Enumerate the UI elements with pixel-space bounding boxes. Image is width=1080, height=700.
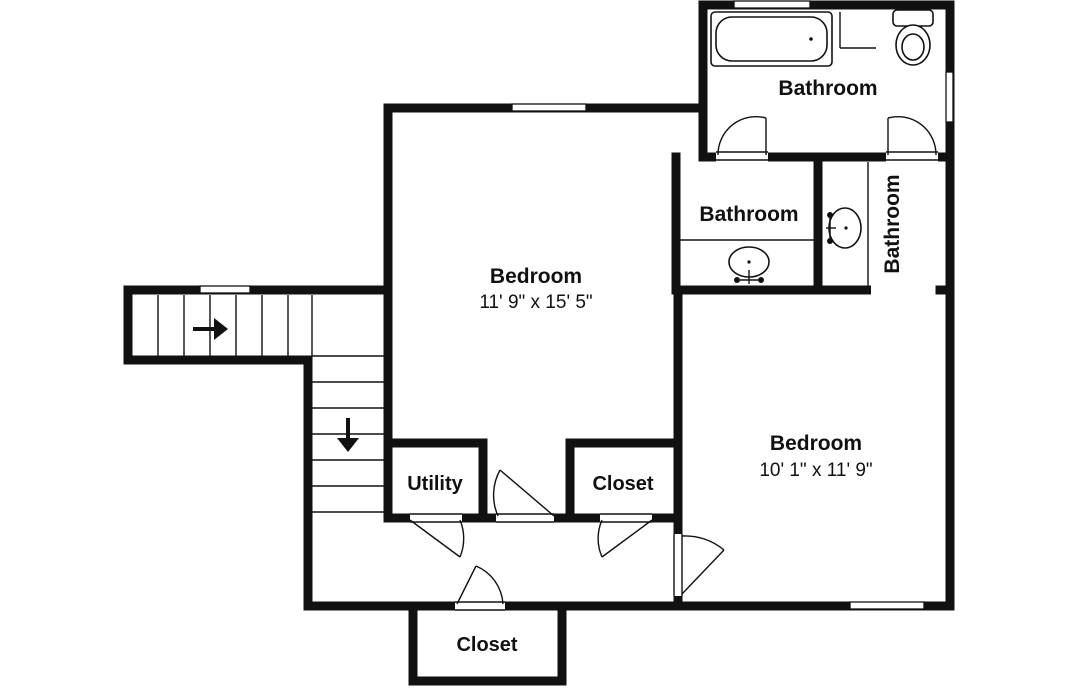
room-label-closet-bottom: Closet (456, 634, 517, 656)
window (733, 0, 811, 9)
room-label-closet-hall: Closet (592, 473, 653, 495)
arrow-right-icon (193, 318, 228, 340)
window (199, 285, 251, 294)
windows (199, 0, 954, 610)
bathtub-icon (710, 11, 833, 67)
sink-icon (680, 239, 814, 284)
room-dimensions-bedroom-second: 10' 1" x 11' 9" (759, 460, 872, 481)
room-label-bedroom-main: Bedroom (490, 265, 582, 288)
room-dimensions-bedroom-main: 11' 9" x 15' 5" (479, 292, 592, 313)
window (945, 71, 954, 123)
toilet-icon (892, 9, 934, 66)
room-label-bathroom-middle: Bathroom (699, 203, 798, 226)
room-label-utility: Utility (407, 473, 463, 495)
sink-icon (826, 162, 869, 286)
window (849, 601, 925, 610)
doors (409, 115, 938, 611)
room-label-bathroom-side: Bathroom (881, 174, 904, 273)
bathtub-divider (839, 12, 876, 49)
door-openings (672, 278, 935, 596)
room-label-bathroom-top: Bathroom (778, 77, 877, 100)
arrow-down-icon (337, 418, 359, 452)
room-label-bedroom-second: Bedroom (770, 432, 862, 455)
stairs (157, 295, 384, 513)
window (511, 103, 587, 112)
